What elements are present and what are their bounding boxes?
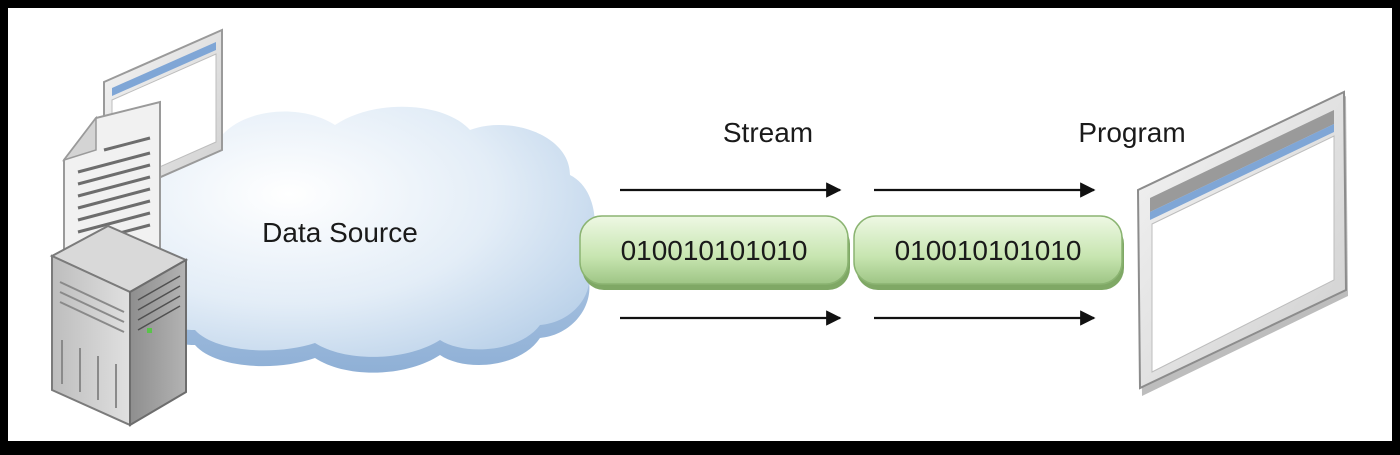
packet-bits: 010010101010	[895, 235, 1082, 266]
program-window-icon	[1136, 90, 1348, 396]
document-lines	[77, 136, 151, 246]
data-packet-1: 010010101010	[579, 215, 850, 290]
data-source-label: Data Source	[262, 217, 418, 248]
program-label: Program	[1078, 117, 1185, 148]
cloud-body	[123, 106, 595, 357]
stream-label: Stream	[723, 117, 813, 148]
power-led-icon	[147, 328, 152, 333]
packet-bits: 010010101010	[621, 235, 808, 266]
flow-arrows	[620, 182, 1096, 326]
data-packet-2: 010010101010	[853, 215, 1124, 290]
data-source-cloud: Data Source	[123, 106, 595, 373]
server-tower-icon	[49, 224, 189, 427]
